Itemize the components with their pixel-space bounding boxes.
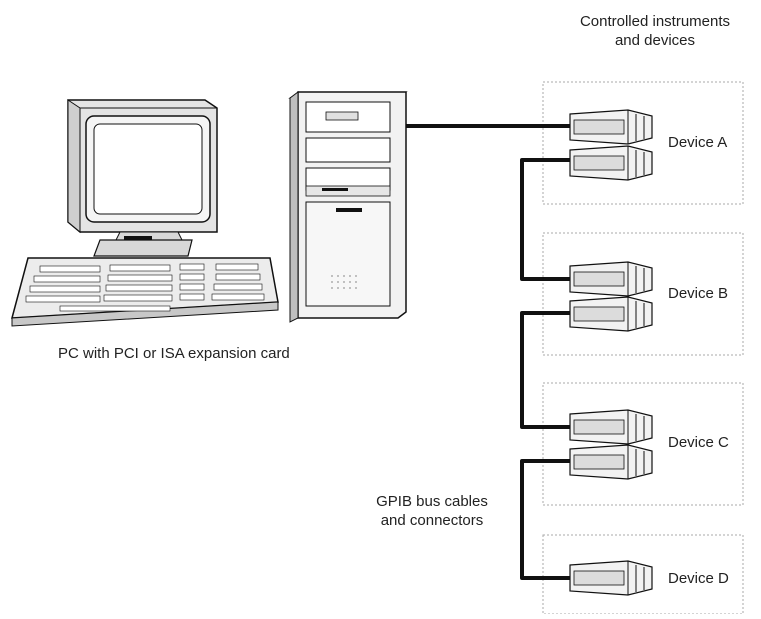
controlled-label-line1: Controlled instruments (579, 13, 731, 30)
cable-a-to-b (520, 158, 572, 281)
device-a-box (542, 81, 744, 205)
gpib-connector-icon (569, 145, 653, 181)
pc-tower-icon (288, 91, 408, 323)
cable-c-to-d (520, 459, 572, 580)
controlled-label-line2: and devices (614, 32, 696, 49)
gpib-connector-icon (569, 296, 653, 332)
gpib-connector-icon (569, 261, 653, 297)
gpib-connector-icon (569, 560, 653, 596)
device-b-label: Device B (668, 285, 729, 302)
device-a-label: Device A (668, 134, 728, 151)
gpib-cables (406, 124, 572, 580)
device-c-label: Device C (668, 434, 729, 451)
keyboard-icon (11, 257, 279, 327)
crt-monitor-icon (67, 99, 218, 257)
gpib-cables-label: GPIB bus cables and connectors (362, 492, 502, 530)
pc-caption: PC with PCI or ISA expansion card (58, 345, 290, 362)
gpib-connector-icon (569, 409, 653, 445)
gpib-label-line1: GPIB bus cables (376, 493, 488, 510)
gpib-connector-icon (569, 444, 653, 480)
gpib-connector-icon (569, 109, 653, 145)
gpib-label-line2: and connectors (380, 512, 484, 529)
device-b-box (542, 232, 744, 356)
device-d-label: Device D (668, 570, 729, 587)
device-c-box (542, 382, 744, 506)
cable-b-to-c (520, 311, 572, 429)
controlled-instruments-label: Controlled instruments and devices (555, 12, 755, 50)
device-d-box (542, 534, 744, 615)
